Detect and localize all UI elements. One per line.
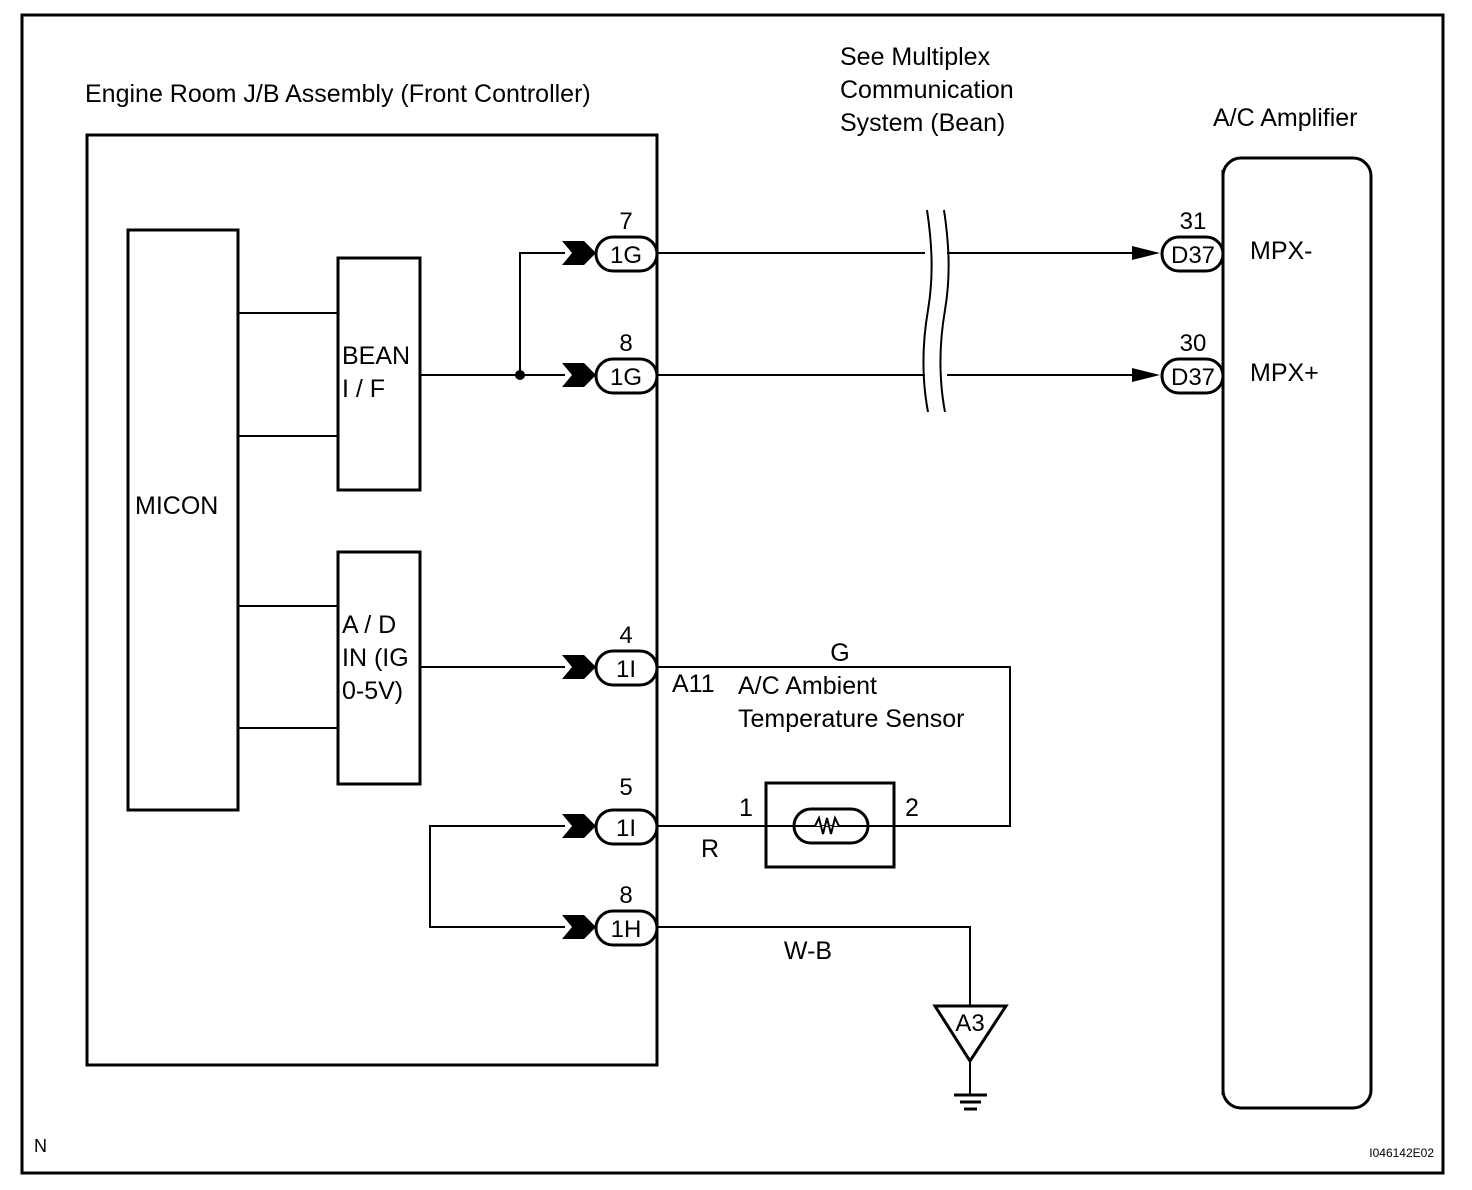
pin-number: 4 xyxy=(619,622,632,649)
mpx-plus-label: MPX+ xyxy=(1250,359,1319,387)
wb-wire xyxy=(657,926,971,1005)
pin-number: 31 xyxy=(1180,208,1207,235)
corner-mark: N xyxy=(34,1136,47,1156)
sensor-label-1: A/C Ambient xyxy=(738,672,877,700)
micon-block xyxy=(126,228,240,812)
amp-connector-d37-31: D37 31 xyxy=(1160,208,1225,273)
wire-color-g: G xyxy=(830,639,849,667)
mpx-minus-label: MPX- xyxy=(1250,237,1313,265)
thermistor-icon xyxy=(814,815,840,835)
connector-code: 1H xyxy=(611,916,642,943)
ac-amplifier-box xyxy=(1221,156,1373,1110)
ad-label-1: A / D xyxy=(342,611,396,639)
connector-code: D37 xyxy=(1171,364,1215,391)
sensor-pin-2: 2 xyxy=(905,794,919,822)
multiplex-note-line2: Communication xyxy=(840,76,1014,104)
jb-connector-1h-8: 1H 8 xyxy=(562,882,659,947)
pin-number: 7 xyxy=(619,208,632,235)
wire-color-r: R xyxy=(701,835,719,863)
jb-connector-1g-7: 1G 7 xyxy=(562,208,659,273)
connector-code: 1G xyxy=(610,242,642,269)
connector-code: D37 xyxy=(1171,242,1215,269)
pin-number: 8 xyxy=(619,882,632,909)
jb-connector-1i-4: 1I 4 xyxy=(562,622,659,687)
multiplex-note-line1: See Multiplex xyxy=(840,43,991,71)
connector-code: 1I xyxy=(616,815,636,842)
ground-point: A3 xyxy=(932,1004,1009,1111)
amp-connector-d37-30: D37 30 xyxy=(1160,330,1225,395)
jb-connector-1i-5: 1I 5 xyxy=(562,774,659,846)
sensor-label-2: Temperature Sensor xyxy=(738,705,965,733)
jb-title: Engine Room J/B Assembly (Front Controll… xyxy=(85,80,591,108)
pin-number: 8 xyxy=(619,330,632,357)
ad-label-3: 0-5V) xyxy=(342,677,403,705)
bean-wire-branch xyxy=(519,252,565,375)
loop-wire xyxy=(429,825,565,928)
arrow-icon xyxy=(1132,246,1160,260)
sensor-pin-1: 1 xyxy=(739,794,753,822)
bean-if-block xyxy=(336,256,422,492)
ground-icon xyxy=(954,1093,987,1111)
jb-connector-1g-8: 1G 8 xyxy=(562,330,659,395)
wire-break-symbol xyxy=(922,205,950,415)
wire-color-wb: W-B xyxy=(784,937,832,965)
sensor-code: A11 xyxy=(672,670,715,698)
bean-if-label-1: BEAN xyxy=(342,342,410,370)
bean-if-label-2: I / F xyxy=(342,375,385,403)
ground-code: A3 xyxy=(955,1010,984,1037)
micon-label: MICON xyxy=(135,492,218,520)
outer-frame xyxy=(20,13,1445,1175)
arrow-icon xyxy=(1132,368,1160,382)
pin-number: 30 xyxy=(1180,330,1207,357)
junction-dot xyxy=(515,370,525,380)
multiplex-note-line3: System (Bean) xyxy=(840,109,1005,137)
ad-label-2: IN (IG xyxy=(342,644,409,672)
amplifier-title: A/C Amplifier xyxy=(1213,104,1357,132)
pin-number: 5 xyxy=(619,774,632,801)
connector-code: 1I xyxy=(616,656,636,683)
connector-code: 1G xyxy=(610,364,642,391)
ambient-temperature-sensor xyxy=(764,781,896,869)
g-wire xyxy=(657,666,1011,827)
figure-id: I046142E02 xyxy=(1369,1146,1434,1160)
